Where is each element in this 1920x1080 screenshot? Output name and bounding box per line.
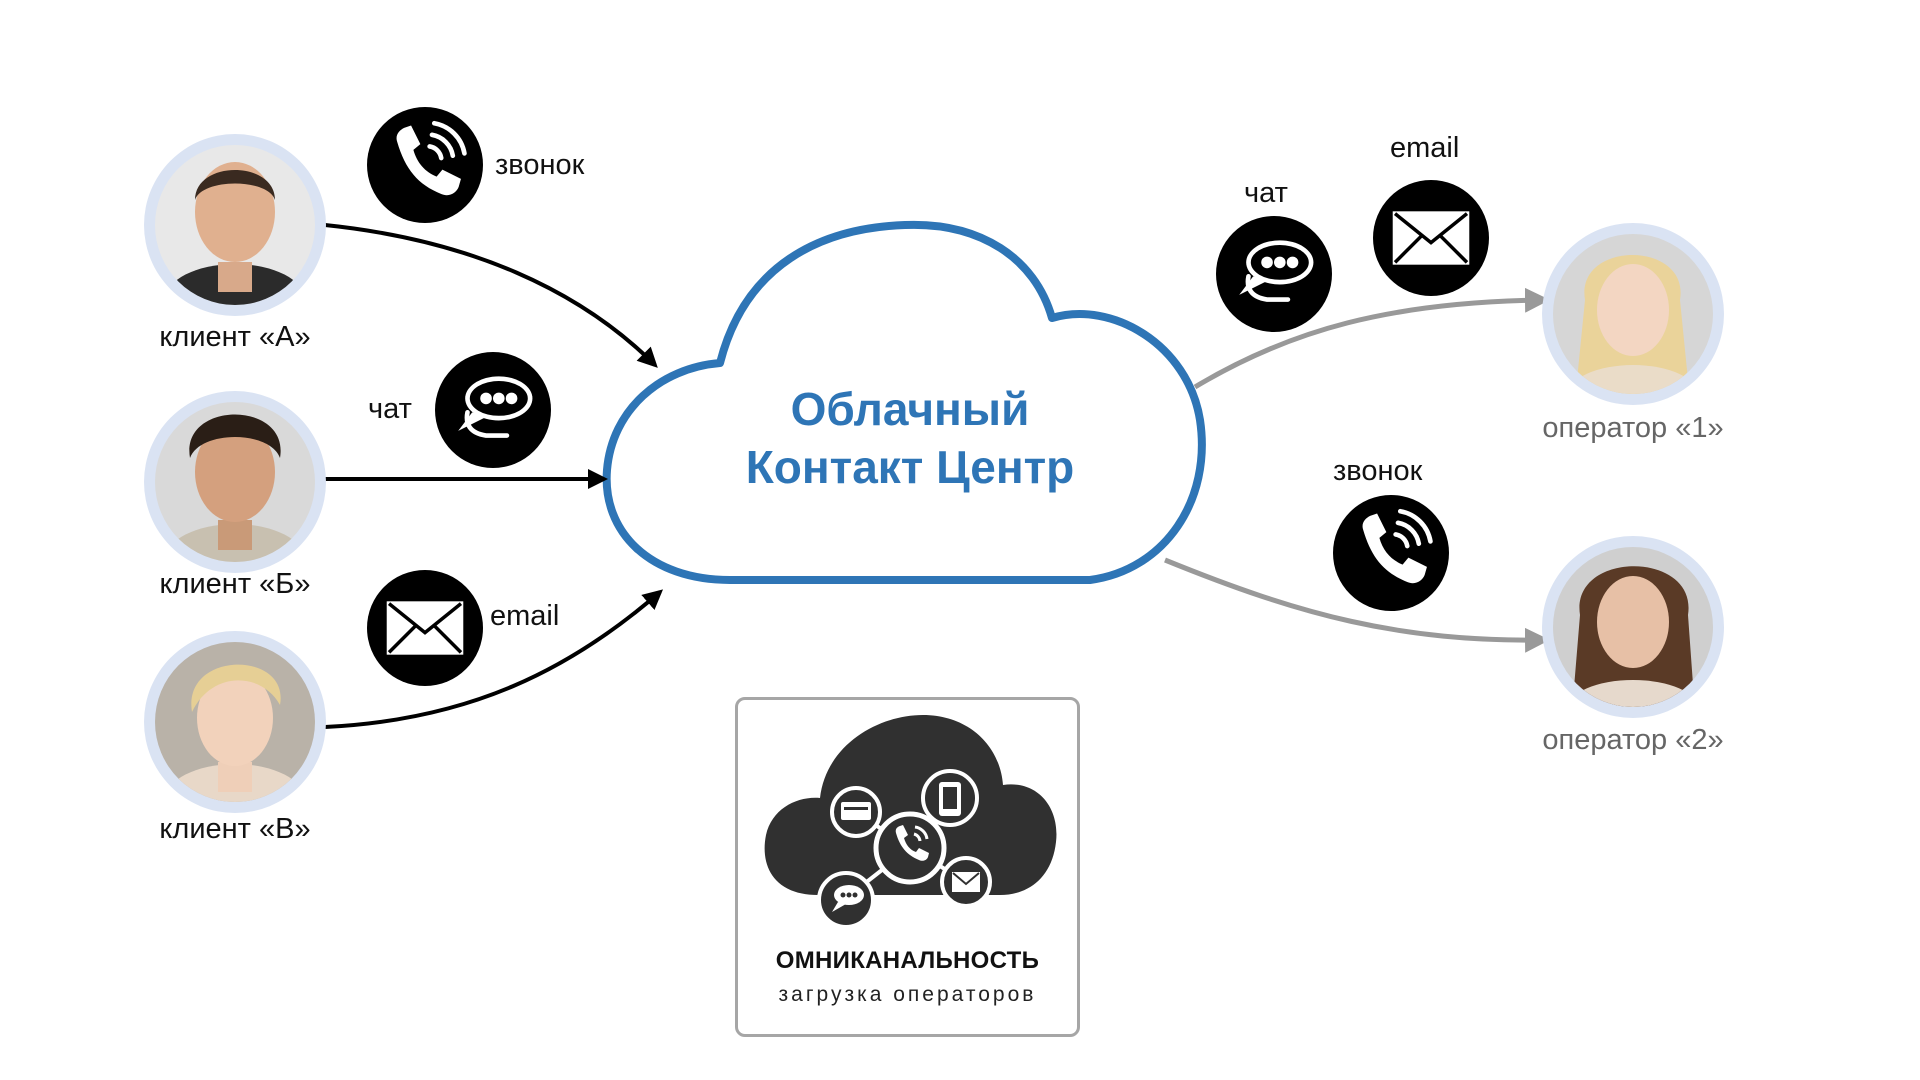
chat-icon	[817, 871, 875, 929]
avatar-client-b	[144, 391, 326, 573]
avatar-client-a	[144, 134, 326, 316]
channel-label-operator-1-chat: чат	[1244, 177, 1288, 209]
phone-icon	[1333, 495, 1449, 611]
cloud-title: Облачный Контакт Центр	[610, 380, 1210, 496]
omnichannel-title: ОМНИКАНАЛЬНОСТЬ	[775, 947, 1040, 974]
omnichannel-box: ОМНИКАНАЛЬНОСТЬ загрузка операторов	[735, 697, 1080, 1037]
arrow-operator-2	[1164, 557, 1550, 653]
omnichannel-graphic	[764, 715, 1057, 929]
phone-icon	[367, 107, 483, 223]
chat-icon	[1216, 216, 1332, 332]
envelope-icon	[940, 856, 992, 908]
omnichannel-subtitle: загрузка операторов	[778, 983, 1037, 1006]
avatar-client-c	[144, 631, 326, 813]
operator-2-label: оператор «2»	[1542, 724, 1724, 756]
arrow-client-a	[324, 223, 658, 368]
arrow-operator-1	[1193, 287, 1550, 390]
browser-icon	[830, 786, 882, 838]
cloud-icon	[764, 715, 1057, 895]
client-a-label: клиент «А»	[159, 321, 311, 353]
arrow-client-c	[324, 589, 664, 729]
cloud-title-line2: Контакт Центр	[745, 441, 1075, 493]
channel-label-client-c: email	[490, 600, 560, 632]
envelope-icon	[1373, 180, 1489, 296]
cloud-title-line1: Облачный	[790, 383, 1030, 435]
channel-label-operator-2-call: звонок	[1333, 455, 1423, 487]
avatar-operator-2	[1542, 536, 1724, 718]
operator-1-label: оператор «1»	[1542, 412, 1724, 444]
client-b-label: клиент «Б»	[159, 568, 311, 600]
avatar-operator-1	[1542, 223, 1724, 405]
chat-icon	[435, 352, 551, 468]
channel-label-client-b: чат	[368, 393, 412, 425]
phone-icon	[873, 811, 947, 885]
channel-label-client-a: звонок	[495, 149, 585, 181]
smartphone-icon	[921, 769, 979, 827]
channel-label-operator-1-email: email	[1390, 132, 1460, 164]
client-c-label: клиент «В»	[159, 813, 311, 845]
